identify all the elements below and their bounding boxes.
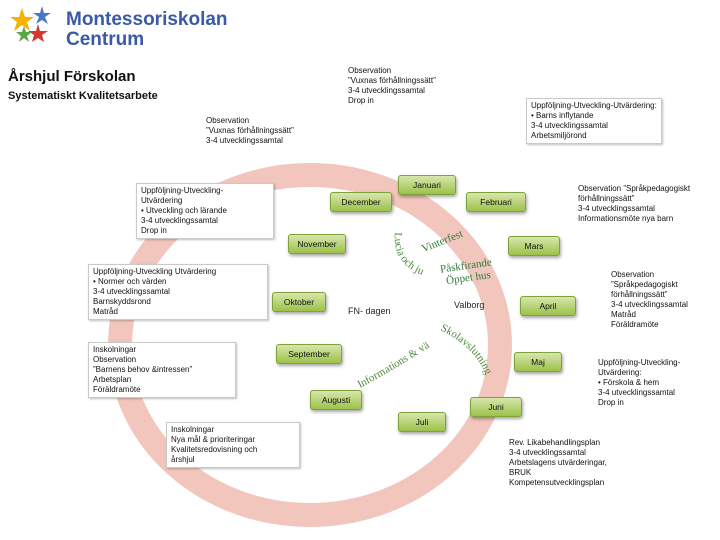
note-top-center: Observation ”Vuxnas förhållningssätt” 3-… <box>348 66 436 105</box>
page-title: Årshjul Förskolan <box>8 68 136 85</box>
logo: Montessoriskolan Centrum <box>8 4 228 56</box>
note-bottom-left: Inskolningar Nya mål & prioriteringar Kv… <box>166 422 300 468</box>
month-mars: Mars <box>508 236 560 256</box>
month-augusti: Augusti <box>310 390 362 410</box>
note-left-nov: Uppföljning-Utveckling Utvärdering • Nor… <box>88 264 268 320</box>
logo-stars-icon <box>10 6 51 42</box>
month-september: September <box>276 344 342 364</box>
note-left-sep: Inskolningar Observation ”Barnens behov … <box>88 342 236 398</box>
note-right-apr: Observation ”Språkpedagogiskt förhållnin… <box>611 270 688 329</box>
note-top-right: Uppföljning-Utveckling-Utvärdering: • Ba… <box>526 98 662 144</box>
month-juli: Juli <box>398 412 446 432</box>
note-right-feb: Observation ”Språkpedagogiskt förhållnin… <box>578 184 691 223</box>
note-right-maj: Uppföljning-Utveckling- Utvärdering: • F… <box>598 358 681 407</box>
event-lucia: Lucia och julfirande <box>0 0 426 278</box>
page-subtitle: Systematiskt Kvalitetsarbete <box>8 90 158 102</box>
note-left-dec: Uppföljning-Utveckling- Utvärdering • Ut… <box>136 183 274 239</box>
note-bottom-right: Rev. Likabehandlingsplan 3-4 utvecklings… <box>509 438 607 487</box>
logo-line2: Centrum <box>66 29 145 50</box>
month-juni: Juni <box>470 397 522 417</box>
event-info: Informations & välkomstmöten <box>0 0 432 391</box>
month-december: December <box>330 192 392 212</box>
logo-line1: Montessoriskolan <box>66 9 228 30</box>
event-valborg: Valborg <box>454 300 485 310</box>
event-fn-dagen: FN- dagen <box>348 306 391 316</box>
month-maj: Maj <box>514 352 562 372</box>
month-oktober: Oktober <box>272 292 326 312</box>
month-april: April <box>520 296 576 316</box>
month-november: November <box>288 234 346 254</box>
month-februari: Februari <box>466 192 526 212</box>
note-top-left: Observation ”Vuxnas förhållningssätt” 3-… <box>206 116 294 145</box>
event-skolavslutning: Skolavslutning <box>439 322 495 377</box>
month-januari: Januari <box>398 175 456 195</box>
